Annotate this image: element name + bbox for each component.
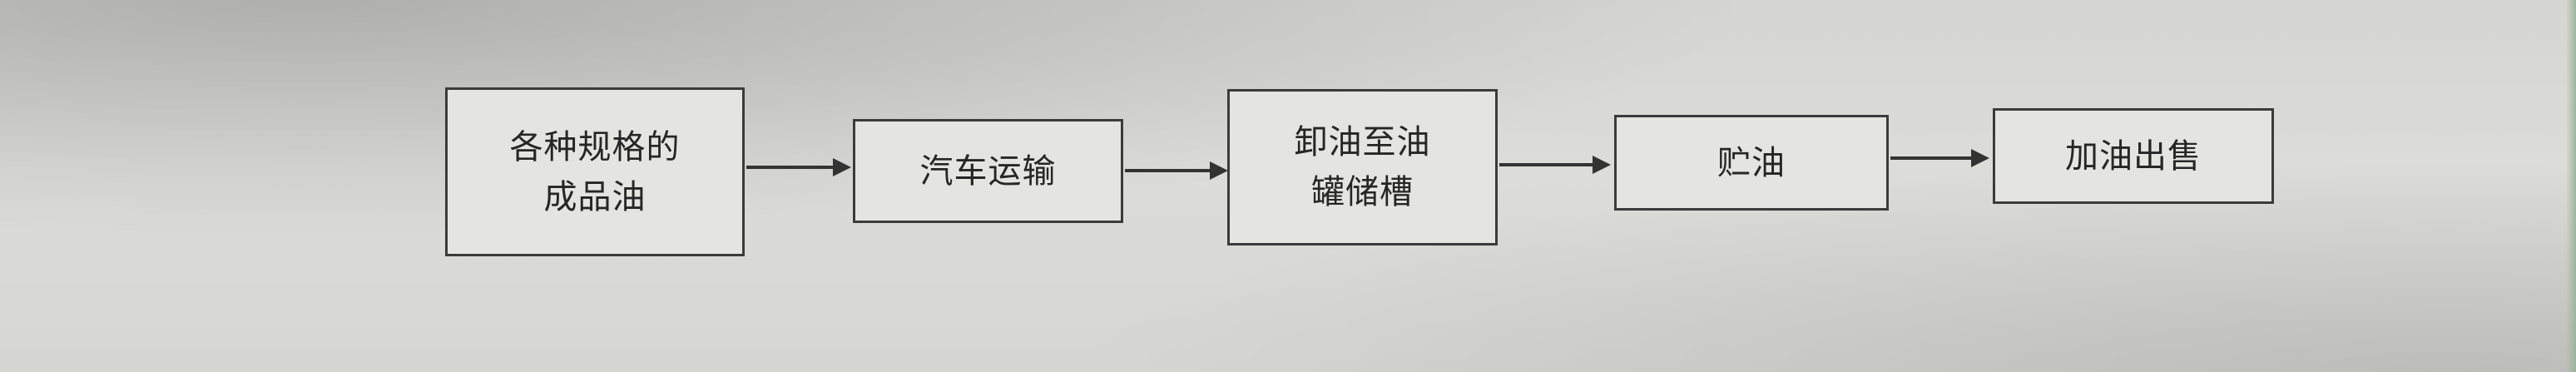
node-finished-oil-label: 各种规格的 成品油 [509,127,681,216]
arrow-3 [1499,156,1611,174]
node-finished-oil: 各种规格的 成品油 [445,87,745,256]
node-unload-to-tank: 卸油至油 罐储槽 [1227,89,1498,246]
arrow-2 [1125,161,1228,180]
arrow-4 [1890,149,1989,167]
node-unload-to-tank-label: 卸油至油 罐储槽 [1294,123,1431,211]
node-fuel-sale-label: 加油出售 [2065,136,2202,176]
node-oil-storage-label: 贮油 [1717,143,1786,182]
node-oil-storage: 贮油 [1614,115,1889,211]
node-truck-transport: 汽车运输 [853,119,1123,223]
node-truck-transport-label: 汽车运输 [919,151,1057,191]
arrow-1 [746,158,851,176]
screen-edge [2566,0,2576,372]
node-fuel-sale: 加油出售 [1993,108,2274,204]
